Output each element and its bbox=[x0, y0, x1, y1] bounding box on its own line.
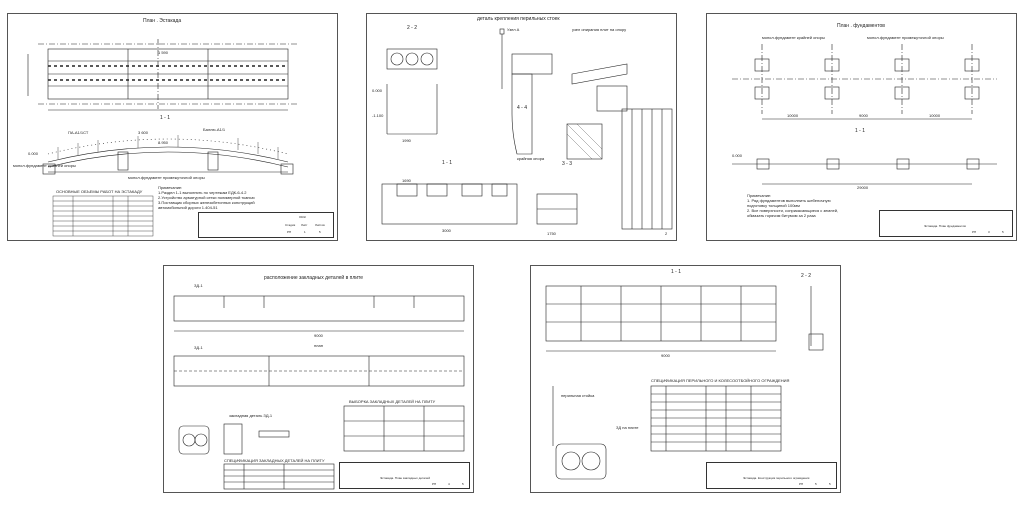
sheet-1-stamp-stage: РП bbox=[287, 230, 292, 234]
sheet-5-stamp-stage: РП bbox=[799, 482, 804, 486]
sheet-3-note-3: 2. Все поверхности, соприкасающиеся с зе… bbox=[747, 208, 839, 213]
sheet-2-section-22: 2 - 2 bbox=[407, 25, 418, 31]
sheet-3-note-1: 1. Ряд фундаментов выполнить шебеночную bbox=[747, 198, 831, 203]
sheet-2-section-44: 4 - 4 bbox=[517, 105, 528, 111]
sheet-1-title-block: Стадия Лист Листов РП 1 5 ОКЖ bbox=[198, 212, 334, 238]
sheet-1-label-3: Баллю-А1/1 bbox=[203, 127, 226, 132]
drawing-sheet-1: План . Эстакада 1 - 1 ОСНОВНЫЕ ОБЪЕМЫ РА… bbox=[7, 13, 338, 241]
sheet-1-section-title: 1 - 1 bbox=[160, 115, 171, 121]
sheet-1-note-2: 2.Устройство арматурной сетки полимерной… bbox=[158, 195, 255, 200]
sheet-1-stamp-sheets-h: Листов bbox=[315, 223, 325, 227]
sheet-3-stamp-title: Эстакада. План фундаментов bbox=[924, 224, 966, 228]
sheet-1-label-1: монол.фундамент промежуточной опоры bbox=[128, 175, 205, 180]
sheet-1-plan-title: План . Эстакада bbox=[143, 18, 182, 24]
sheet-5-graphics bbox=[545, 285, 824, 480]
sheet-5-label-2: перильная стойка bbox=[561, 393, 595, 398]
sheet-1-label-6: 0.000 bbox=[28, 151, 39, 156]
sheet-5-stamp-total: 5 bbox=[829, 482, 831, 486]
sheet-1-stamp-total: 5 bbox=[319, 230, 321, 234]
sheet-3-dim-4: 0.000 bbox=[732, 153, 743, 158]
sheet-5-spec-title: СПЕЦИФИКАЦИЯ ПЕРИЛЬНОГО И КОЛЕСООТБОЙНОГ… bbox=[651, 378, 790, 383]
sheet-4-top-title: расположение закладных деталей в плите bbox=[264, 275, 364, 281]
sheet-3-dim-1: 9000 bbox=[859, 113, 868, 118]
sheet-1-stamp-stage-h: Стадия bbox=[285, 223, 296, 227]
sheet-4-stamp-title: Эстакада. План закладных деталей bbox=[380, 476, 430, 480]
drawing-sheet-5: 1 - 1 2 - 2 СПЕЦИФИКАЦИЯ ПЕРИЛЬНОГО И КО… bbox=[530, 265, 841, 493]
sheet-1-note-3: 3.Поставщик сборных железобетонных конст… bbox=[158, 200, 255, 205]
sheet-5-stamp-title: Эстакада. Конструкция перильного огражде… bbox=[743, 476, 810, 480]
sheet-2-graphics bbox=[381, 28, 673, 230]
sheet-1-label-2: ПА-А1/1СТ bbox=[68, 130, 89, 135]
sheet-3-section-title: 1 - 1 bbox=[855, 128, 866, 134]
sheet-4-label-1: ЗД-1 bbox=[194, 345, 203, 350]
sheet-1-note-4: автомобильной дороги 1.404-51 bbox=[158, 205, 218, 210]
sheet-2-top-title: деталь крепления перильных стоек bbox=[477, 16, 560, 22]
sheet-2-dim-1: 1690 bbox=[402, 178, 411, 183]
sheet-3-stamp-sheet: 3 bbox=[988, 230, 990, 234]
sheet-1-note-1: 1.Раздел 1-1 выполнять по чертежам ЕДК-6… bbox=[158, 190, 247, 195]
sheet-1-graphics bbox=[27, 39, 298, 237]
sheet-1-label-4: 1 590 bbox=[158, 50, 169, 55]
sheet-3-dim-2: 10000 bbox=[929, 113, 941, 118]
sheet-2-support-label: крайняя опора bbox=[517, 156, 545, 161]
sheet-5-stamp-sheet: 5 bbox=[815, 482, 817, 486]
sheet-4-detail-title: закладная деталь ЗД-1 bbox=[229, 413, 273, 418]
sheet-1-label-7: 8.950 bbox=[158, 140, 169, 145]
sheet-3-title-block: Эстакада. План фундаментов РП 3 5 bbox=[879, 210, 1013, 237]
sheet-1-stamp-sheet: 1 bbox=[304, 230, 306, 234]
sheet-1-stamp-sheet-h: Лист bbox=[301, 223, 308, 227]
sheet-2-dim-0: 1990 bbox=[402, 138, 411, 143]
sheet-3-stamp-stage: РП bbox=[972, 230, 977, 234]
sheet-4-label-2: 9000 bbox=[314, 333, 323, 338]
sheet-2-dim-2: 3000 bbox=[442, 228, 451, 233]
drawing-sheet-3: План . фундаментов 1 - 1 монол.фундамент… bbox=[706, 13, 1017, 241]
sheet-1-label-0: монол.фундамент крайней опоры bbox=[13, 163, 76, 168]
sheet-3-note-4: обмазать горячим битумом за 2 раза bbox=[747, 213, 816, 218]
sheet-2-section-33: 3 - 3 bbox=[562, 161, 573, 167]
sheet-3-dim-0: 10000 bbox=[787, 113, 799, 118]
sheet-2-dim-4: 0.000 bbox=[372, 88, 383, 93]
sheet-2-stamp-sheet: 2 bbox=[665, 231, 668, 236]
sheet-5-section-11: 1 - 1 bbox=[671, 269, 682, 275]
sheet-1-stamp-code: ОКЖ bbox=[299, 215, 306, 219]
sheet-2-dim-5: 1750 bbox=[547, 231, 556, 236]
sheet-4-stamp-sheet: 4 bbox=[448, 482, 450, 486]
sheet-5-title-block: Эстакада. Конструкция перильного огражде… bbox=[706, 462, 837, 489]
sheet-4-graphics bbox=[173, 295, 465, 490]
sheet-5-section-22: 2 - 2 bbox=[801, 273, 812, 279]
sheet-5-label-0: 9000 bbox=[661, 353, 670, 358]
sheet-2-dim-3: -1.100 bbox=[372, 113, 384, 118]
drawing-sheet-2: деталь крепления перильных стоек 2 - 2 У… bbox=[366, 13, 677, 241]
sheet-2-node-support: узел опирания плит на опору bbox=[572, 27, 627, 32]
sheet-4-title-block: Эстакада. План закладных деталей РП 4 5 bbox=[339, 462, 470, 489]
sheet-3-plan-title: План . фундаментов bbox=[837, 23, 885, 29]
sheet-4-stamp-total: 5 bbox=[462, 482, 464, 486]
sheet-1-note-0: Примечание: bbox=[158, 185, 183, 190]
sheet-3-graphics bbox=[732, 44, 997, 185]
sheet-2-node-a: Узел А bbox=[507, 27, 520, 32]
sheet-5-label-1: ЗД на плите bbox=[616, 425, 639, 430]
sheet-3-note-2: подготовку толщиной 100мм bbox=[747, 203, 800, 208]
drawing-sheet-4: расположение закладных деталей в плите п… bbox=[163, 265, 474, 493]
sheet-4-label-0: ЗД-1 bbox=[194, 283, 203, 288]
sheet-3-label-1: монол.фундамент промежуточной опоры bbox=[867, 35, 944, 40]
sheet-3-note-0: Примечание: bbox=[747, 193, 772, 198]
sheet-1-table-title: ОСНОВНЫЕ ОБЪЕМЫ РАБОТ НА ЭСТАКАДУ bbox=[56, 189, 143, 194]
sheet-1-label-5: 3 600 bbox=[138, 130, 149, 135]
sheet-3-label-0: монол.фундамент крайней опоры bbox=[762, 35, 825, 40]
sheet-3-stamp-total: 5 bbox=[1002, 230, 1004, 234]
sheet-4-sample-title: ВЫБОРКА ЗАКЛАДНЫХ ДЕТАЛЕЙ НА ПЛИТУ bbox=[349, 399, 436, 404]
sheet-3-dim-3: 29000 bbox=[857, 185, 869, 190]
sheet-4-spec-title: СПЕЦИФИКАЦИЯ ЗАКЛАДНЫХ ДЕТАЛЕЙ НА ПЛИТУ bbox=[224, 458, 325, 463]
sheet-4-stamp-stage: РП bbox=[432, 482, 437, 486]
sheet-2-section-11: 1 - 1 bbox=[442, 160, 453, 166]
sheet-4-plan-label: план bbox=[314, 343, 323, 348]
